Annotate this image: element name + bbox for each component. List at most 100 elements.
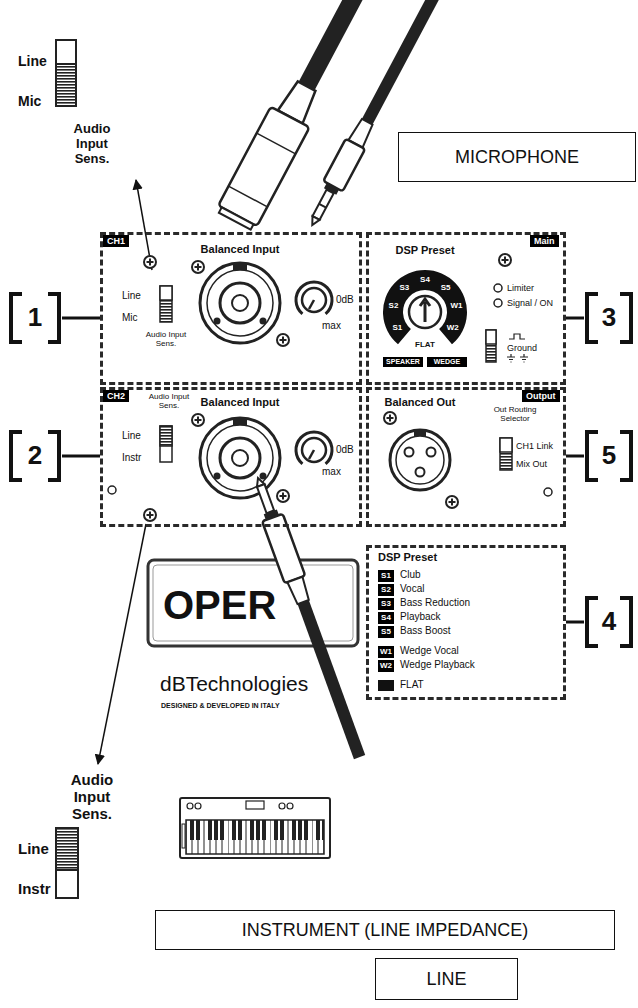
main-controls [409, 296, 441, 328]
preset-position: S2 [389, 302, 399, 311]
main-controls [486, 330, 496, 362]
ch1-controls [192, 261, 204, 273]
caption-text: MICROPHONE [455, 147, 579, 168]
preset-tag: S2 [378, 584, 394, 596]
switch-enlarged [56, 40, 76, 106]
keyboard-icon [246, 801, 264, 809]
logo-plate [148, 560, 358, 646]
jack-cable [323, 139, 365, 192]
control-caption: Out Routing Selector [492, 406, 538, 424]
caption-box: MICROPHONE [398, 132, 636, 182]
control-label: Bass Boost [400, 625, 451, 637]
output-controls [384, 412, 552, 508]
main-controls [507, 354, 528, 362]
keyboard-icon [186, 820, 324, 854]
keyboard-icon [279, 803, 285, 809]
switch-enlarged [56, 828, 78, 870]
xlr-cable [296, 0, 393, 95]
keyboard-icon [182, 824, 185, 848]
switch-label: Instr [18, 880, 51, 897]
main-controls [499, 254, 511, 266]
control-label: Mic [122, 312, 138, 324]
preset-legend-box: DSP PresetS1ClubS2VocalS3Bass ReductionS… [366, 545, 566, 700]
logo-plate [148, 560, 358, 646]
output-controls [416, 468, 425, 477]
callout-bracket: 3 [584, 292, 634, 344]
control-label: FLAT [400, 679, 424, 691]
brand-name: dBTechnologies [160, 672, 308, 696]
preset-tag: W2 [378, 660, 394, 672]
leader-line [62, 455, 100, 458]
output-panel: OutputBalanced OutOut Routing SelectorCH… [366, 387, 566, 527]
switch-label: Mic [18, 93, 41, 109]
preset-position: S4 [420, 275, 430, 284]
callout-bracket: 1 [8, 292, 62, 344]
ch2-controls [160, 426, 172, 462]
callout-bracket-shape [11, 294, 59, 342]
output-controls [384, 412, 396, 424]
main-controls [486, 330, 496, 344]
preset-tag: S5 [378, 626, 394, 638]
ch2-controls [108, 486, 116, 494]
callout-bracket-shape [587, 598, 631, 646]
ch2-controls [144, 509, 156, 521]
ch2-controls [192, 414, 204, 426]
keyboard-icon [180, 798, 330, 858]
callout-number: 1 [28, 303, 42, 333]
control-label: Club [400, 569, 421, 581]
control-label: Instr [122, 452, 141, 464]
preset-tag: S4 [378, 612, 394, 624]
jack-cable [361, 0, 461, 127]
logo-text: OPER [163, 582, 276, 628]
control-label: Limiter [507, 283, 534, 293]
preset-position: S1 [392, 323, 402, 332]
control-label: Mix Out [516, 459, 547, 469]
ch1-controls [144, 256, 156, 268]
ch2-controls [108, 414, 332, 521]
preset-position: W2 [447, 323, 459, 332]
control-label: max [322, 466, 341, 478]
control-label: Wedge Vocal [400, 645, 459, 657]
caption-text: LINE [426, 969, 466, 990]
jack-cable [257, 484, 274, 513]
main-controls [383, 270, 467, 344]
channel-tab: Output [522, 390, 560, 402]
ch1-controls [160, 286, 172, 300]
output-controls [500, 438, 512, 470]
output-controls [500, 438, 512, 452]
switch-caption: Audio Input Sens. [64, 122, 120, 167]
main-controls [383, 254, 528, 362]
output-controls [405, 448, 414, 457]
callout-number: 3 [602, 303, 616, 333]
preset-group: SPEAKER [383, 357, 423, 367]
callout-number: 2 [28, 441, 42, 471]
preset-position: FLAT [415, 340, 435, 349]
preset-position: W1 [451, 302, 463, 311]
output-controls [414, 430, 426, 436]
xlr-cable [228, 133, 295, 207]
control-label: Playback [400, 611, 441, 623]
leader-line [566, 621, 584, 624]
section-heading: Balanced Out [385, 396, 456, 409]
switch-label: Line [18, 53, 47, 69]
control-label: Vocal [400, 583, 424, 595]
jack-cable [287, 577, 310, 605]
switch-label: Line [18, 840, 49, 857]
jack-cable [319, 204, 326, 208]
output-controls [396, 436, 444, 484]
callout-bracket: 4 [584, 596, 634, 648]
main-controls [420, 299, 430, 322]
jack-cable [309, 216, 320, 227]
control-label: Bass Reduction [400, 597, 470, 609]
preset-swatch [378, 680, 394, 691]
channel-tab: CH2 [103, 390, 129, 402]
xlr-cable [218, 107, 309, 227]
main-controls [509, 334, 525, 339]
control-label: Wedge Playback [400, 659, 475, 671]
leader-arrow [98, 524, 146, 764]
main-panel: MainDSP PresetS1S2S3S4S5W1W2FLATSPEAKERW… [366, 232, 566, 385]
control-label: max [322, 320, 341, 332]
callout-bracket: 5 [584, 430, 634, 482]
preset-tag: W1 [378, 646, 394, 658]
output-controls [390, 430, 450, 490]
